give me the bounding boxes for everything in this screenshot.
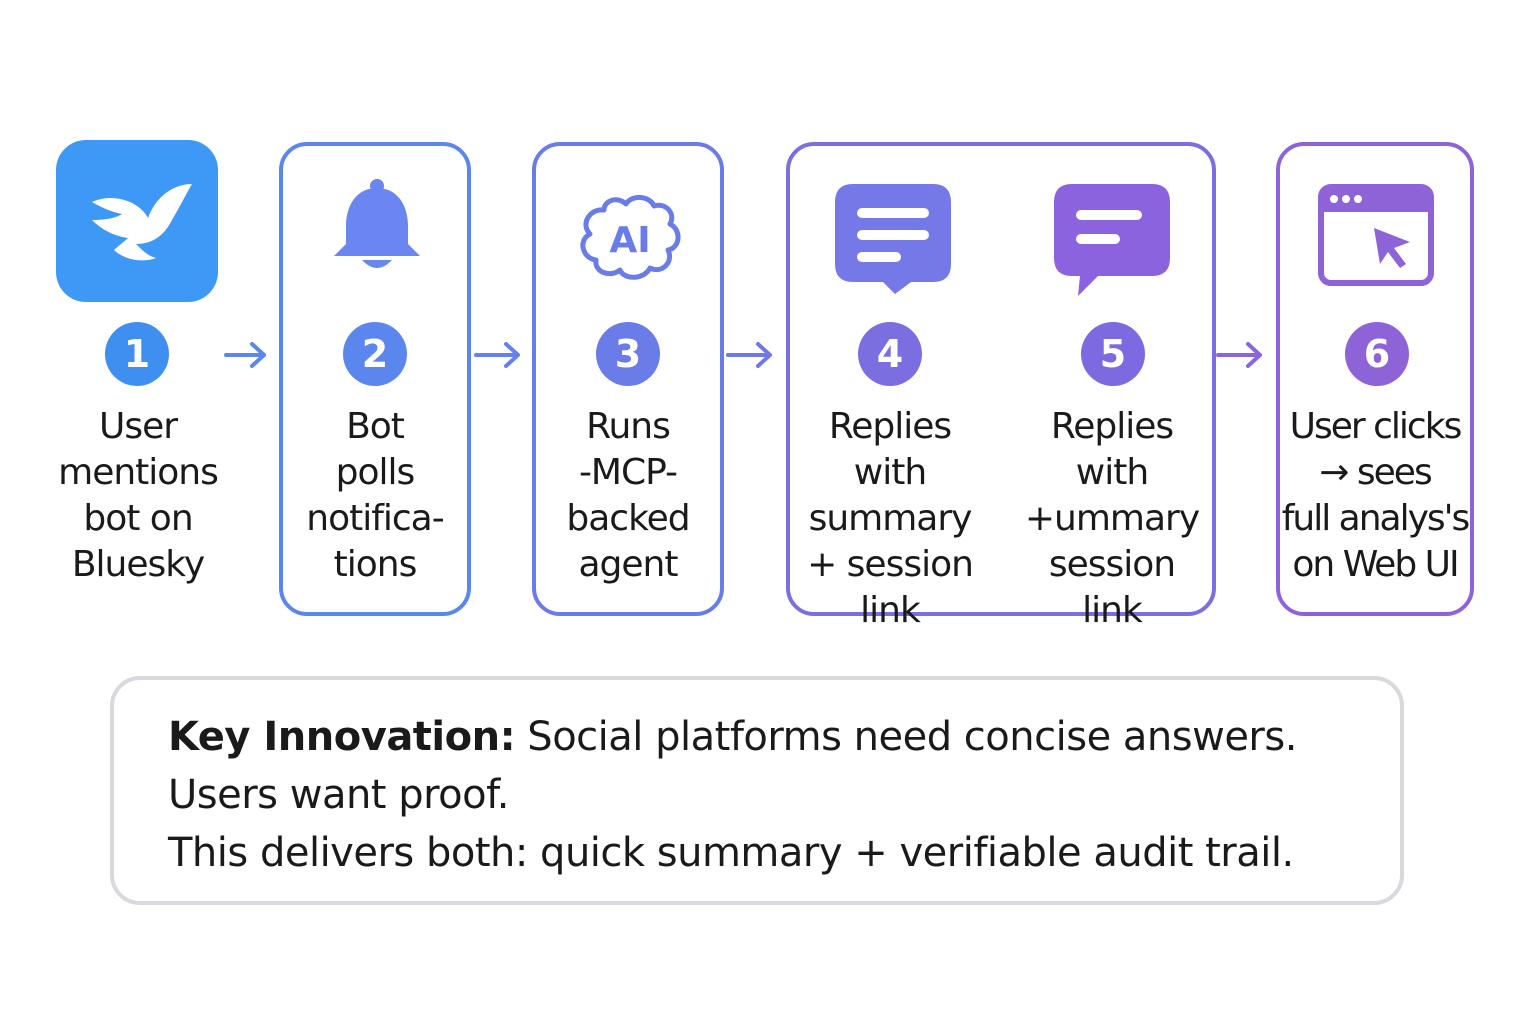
step-6-label: User clicks → sees full analys's on Web …: [1281, 406, 1471, 585]
step-4-label: Replies with summary + session link: [807, 406, 974, 631]
key-innovation-card: Key Innovation: Social platforms need co…: [110, 676, 1404, 905]
step-1-label: User mentions bot on Bluesky: [58, 406, 219, 585]
step-5-label: Replies with +ummary session link: [1024, 406, 1200, 631]
bluesky-butterfly-icon: [56, 140, 218, 302]
step-5-number-badge: 5: [1081, 322, 1145, 386]
innovation-line-1-text: Social platforms need concise answers.: [515, 714, 1297, 760]
innovation-line-1: Key Innovation: Social platforms need co…: [168, 708, 1297, 766]
arrow-5-to-6: [1216, 342, 1262, 368]
ai-brain-icon: AI: [580, 195, 681, 280]
step-6-number-badge: 6: [1345, 322, 1409, 386]
chat-bubble-icon: [1054, 184, 1170, 296]
step-4-number-badge: 4: [858, 322, 922, 386]
step-3-label: Runs -MCP- backed agent: [566, 406, 690, 585]
browser-cursor-icon: [1318, 184, 1434, 286]
arrow-2-to-3: [474, 342, 520, 368]
chat-bubble-icon: [835, 184, 951, 294]
arrow-1-to-2: [224, 342, 266, 368]
innovation-line-2: Users want proof.: [168, 772, 510, 818]
arrow-3-to-4: [726, 342, 772, 368]
bell-icon: [334, 179, 420, 268]
step-3-number-badge: 3: [596, 322, 660, 386]
innovation-line-3: This delivers both: quick summary + veri…: [168, 830, 1294, 876]
innovation-lead: Key Innovation:: [168, 714, 516, 760]
step-2-number-badge: 2: [343, 322, 407, 386]
step-2-label: Bot polls notifica- tions: [306, 406, 444, 585]
ai-icon-label: AI: [609, 220, 650, 261]
step-1-number-badge: 1: [105, 322, 169, 386]
